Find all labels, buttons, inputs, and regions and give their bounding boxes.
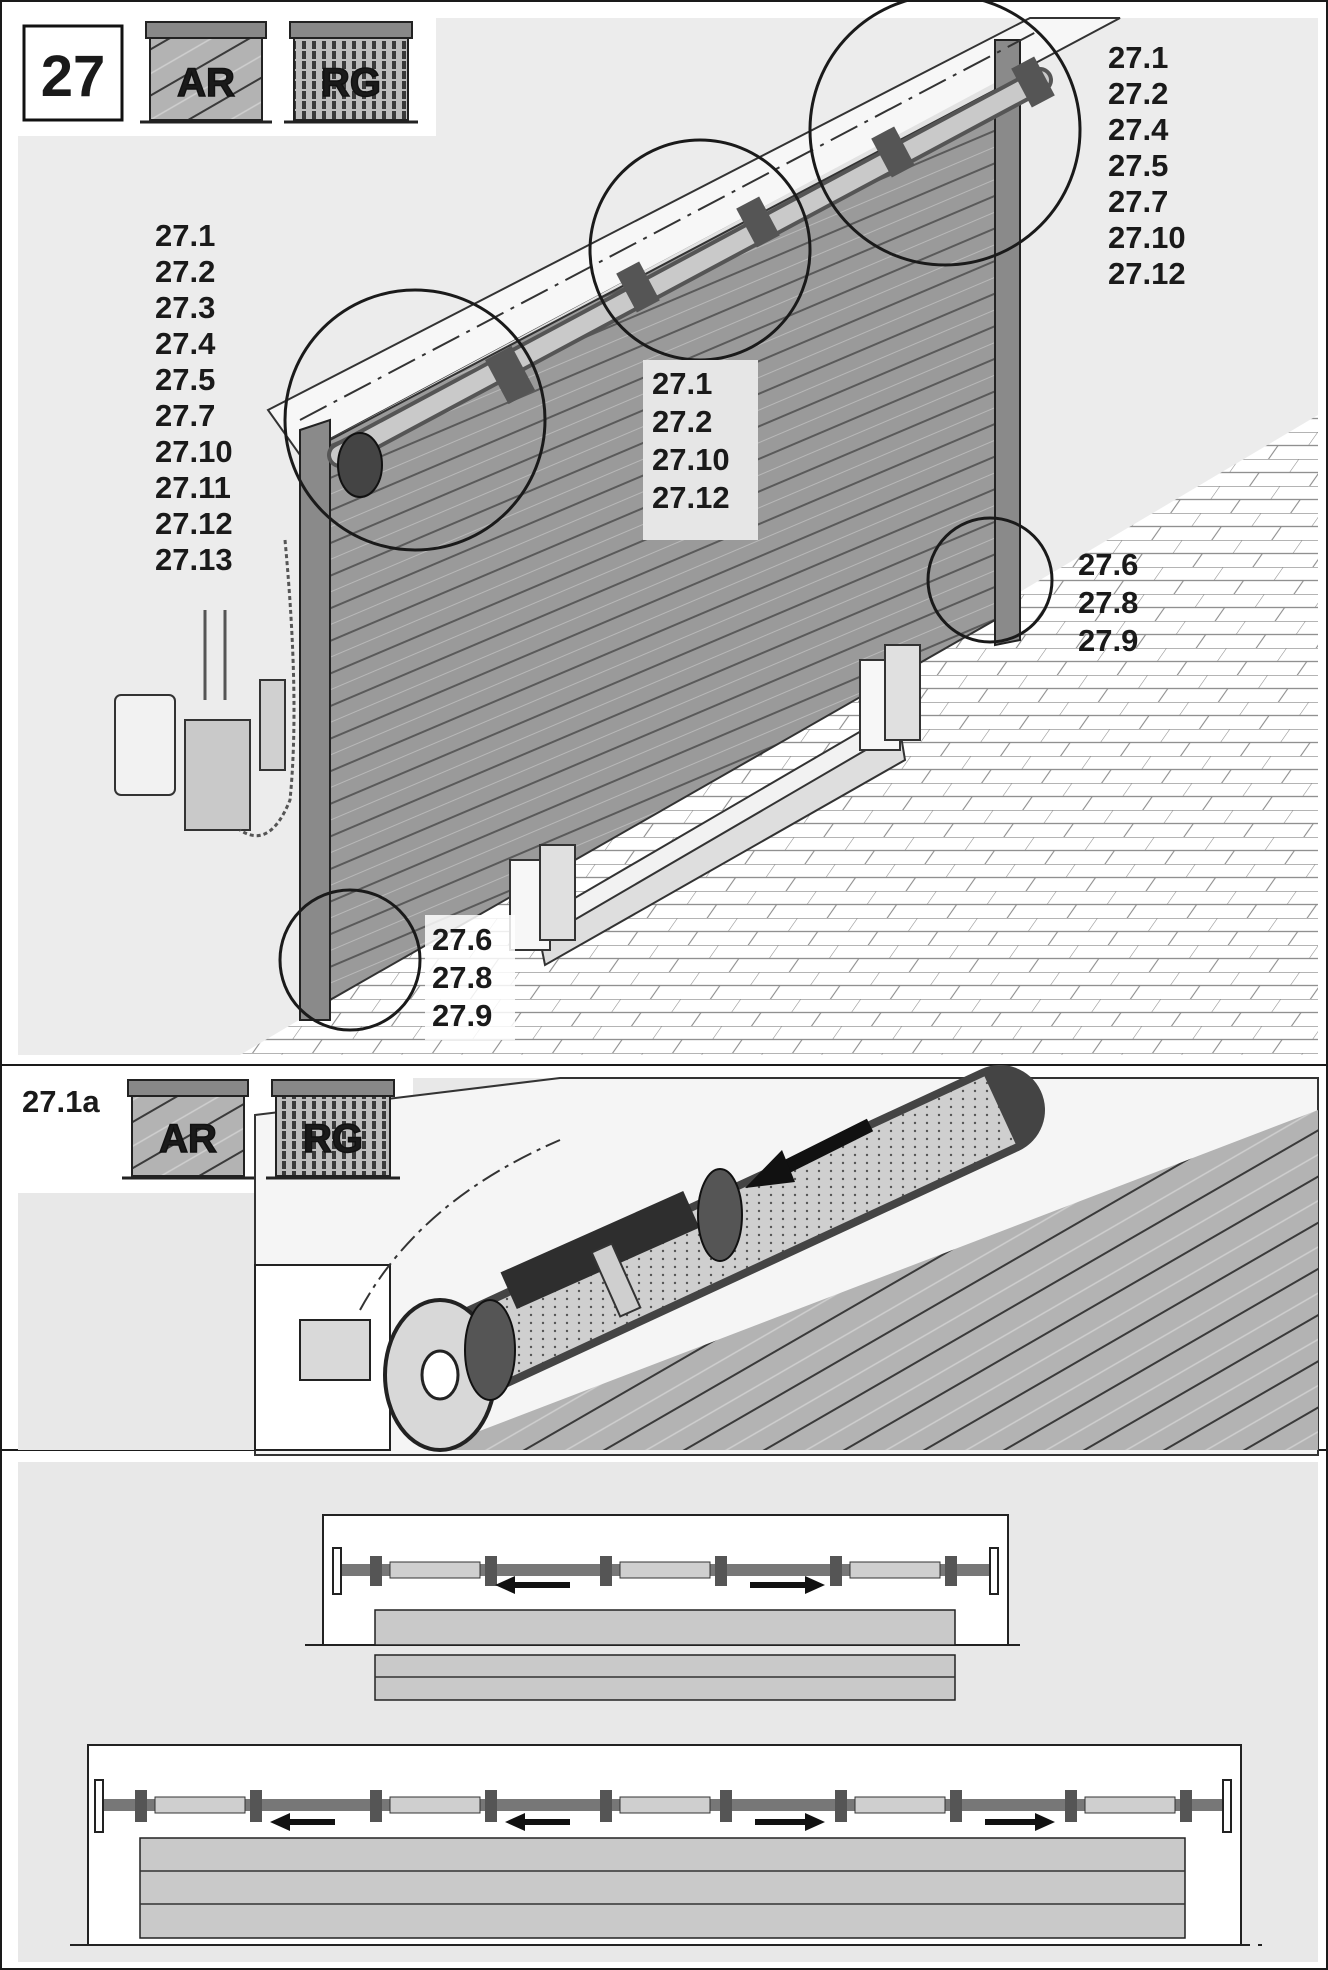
callout-label: 27.13 [155,542,233,577]
callout-top-right: 27.1 27.2 27.4 27.5 27.7 27.10 27.12 [1108,40,1186,291]
step-number-box [22,24,124,122]
callout-label: 27.4 [1108,112,1169,147]
callout-label: 27.12 [652,480,730,515]
callout-label: 27.9 [432,998,492,1033]
callout-right-floor: 27.6 27.8 27.9 [1078,547,1138,658]
callout-label: 27.11 [155,470,231,505]
callout-label: 27.2 [1108,76,1168,111]
schematic-small-door [305,1514,1020,1701]
callout-label: 27.12 [155,506,233,541]
badge-ar-label: AR [177,61,235,105]
callout-label: 27.10 [652,442,730,477]
badge-ar: AR [140,21,272,124]
badge-rg: RG [284,21,418,124]
callout-label: 27.1 [155,218,215,253]
callout-bottom-left: 27.6 27.8 27.9 [425,915,515,1040]
callout-middle: 27.1 27.2 27.10 27.12 [643,360,758,540]
schematic-panel [18,1462,1318,1962]
step-sub-label: 27.1a [22,1084,100,1119]
callout-label: 27.7 [1108,184,1168,219]
callout-label: 27.3 [155,290,215,325]
callout-label: 27.2 [652,404,712,439]
callout-label: 27.5 [155,362,215,397]
detail-panel: 27.1a AR RG [18,1065,1319,1456]
callout-left: 27.1 27.2 27.3 27.4 27.5 27.7 27.10 27.1… [155,218,233,577]
schematic-large-door [70,1744,1265,1946]
callout-label: 27.10 [1108,220,1186,255]
callout-label: 27.4 [155,326,216,361]
callout-label: 27.6 [1078,547,1138,582]
callout-label: 27.1 [652,366,712,401]
callout-label: 27.5 [1108,148,1168,183]
badge-rg-label: RG [303,1117,363,1161]
badge-rg-label: RG [321,61,381,105]
callout-label: 27.10 [155,434,233,469]
badge-rg: RG [266,1079,400,1180]
callout-label: 27.1 [1108,40,1168,75]
badge-ar: AR [122,1079,254,1180]
callout-label: 27.8 [1078,585,1138,620]
callout-label: 27.7 [155,398,215,433]
callout-label: 27.2 [155,254,215,289]
main-panel: 27 AR RG 27.1 27.2 27.4 27.5 27.7 27.10 … [18,0,1318,1055]
step-number: 27 [41,44,106,109]
callout-label: 27.12 [1108,256,1186,291]
callout-label: 27.8 [432,960,492,995]
callout-label: 27.6 [432,922,492,957]
badge-ar-label: AR [159,1117,217,1161]
callout-label: 27.9 [1078,623,1138,658]
